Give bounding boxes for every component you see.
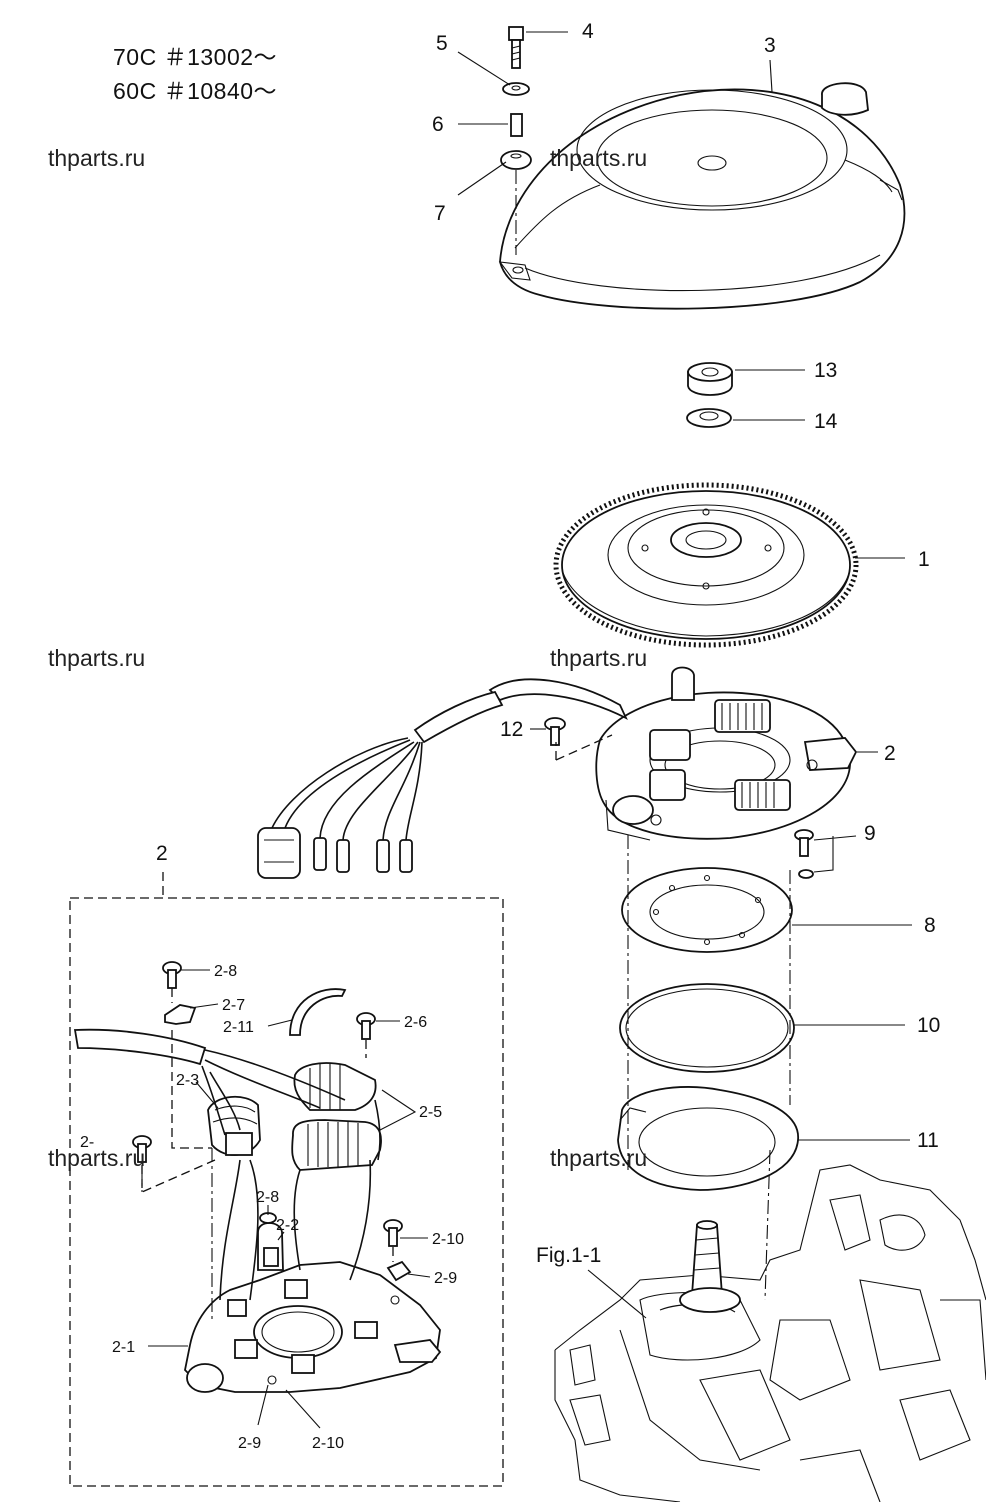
callout-7: 7 (434, 202, 446, 225)
crankcase-block (554, 1164, 986, 1502)
leader-lines (457, 31, 912, 1319)
detail-leader-lines (148, 969, 431, 1429)
flywheel-washer-14 (686, 408, 732, 428)
sub-callout-2-5: 2-5 (419, 1104, 442, 1121)
callout-12: 12 (500, 718, 523, 741)
callout-14: 14 (814, 410, 838, 433)
detail-band (289, 988, 347, 1036)
sub-callout-2-10b: 2-10 (312, 1435, 344, 1452)
sub-callout-2-side: 2- (80, 1134, 94, 1151)
callout-2: 2 (884, 742, 896, 765)
watermark: thparts.ru (550, 1145, 647, 1171)
sub-callout-2-8b: 2-8 (256, 1189, 279, 1206)
flywheel-nut-13 (687, 362, 733, 396)
stator-plate-8 (621, 867, 793, 953)
wire-harness (257, 678, 628, 879)
detail-base-plate (184, 1261, 442, 1393)
callout-11: 11 (917, 1129, 939, 1152)
sub-callout-2-1: 2-1 (112, 1339, 135, 1356)
flywheel-cover (498, 82, 906, 310)
detail-coils (207, 1062, 382, 1271)
stator-detail-box (69, 897, 504, 1487)
detail-wires (73, 1028, 381, 1301)
o-ring-10 (619, 983, 795, 1073)
model-note-70c: 70C ＃13002～ (113, 44, 278, 70)
sub-callout-2-9: 2-9 (434, 1270, 457, 1287)
model-note-60c: 60C ＃10840～ (113, 78, 278, 104)
base-ring-11 (617, 1086, 799, 1191)
detail-dashed-guides (141, 988, 394, 1262)
stator-assembly-2 (595, 666, 858, 841)
callout-13: 13 (814, 359, 837, 382)
cover-grommet-7 (500, 150, 532, 170)
sub-callout-2-11: 2-11 (223, 1019, 254, 1036)
cover-bolt-4 (508, 26, 524, 69)
watermark: thparts.ru (550, 145, 647, 171)
flywheel-1 (553, 482, 859, 648)
callout-5: 5 (436, 32, 448, 55)
sub-callout-2-9b: 2-9 (238, 1435, 261, 1452)
detail-clamp (164, 1004, 197, 1025)
callout-4: 4 (582, 20, 594, 43)
callout-1: 1 (918, 548, 930, 571)
callout-6: 6 (432, 113, 444, 136)
sub-callout-2-2: 2-2 (276, 1217, 299, 1234)
stator-bolt-9 (794, 829, 814, 879)
callout-3: 3 (764, 34, 776, 57)
sub-callout-2-3: 2-3 (176, 1072, 199, 1089)
sub-callout-2-8: 2-8 (214, 963, 237, 980)
callout-8: 8 (924, 914, 936, 937)
sub-callout-2-6: 2-6 (404, 1014, 427, 1031)
sub-callout-2-7: 2-7 (222, 997, 245, 1014)
group-label: 2 (156, 842, 168, 865)
figure-label: Fig.1-1 (536, 1244, 601, 1267)
cover-collar-6 (510, 113, 523, 137)
watermark: thparts.ru (550, 645, 647, 671)
detail-screws (132, 961, 412, 1282)
screw-12 (544, 717, 566, 746)
callout-10: 10 (917, 1014, 940, 1037)
watermark: thparts.ru (48, 1145, 145, 1171)
sub-callout-2-10: 2-10 (432, 1231, 464, 1248)
callout-9: 9 (864, 822, 876, 845)
watermark: thparts.ru (48, 145, 145, 171)
watermark: thparts.ru (48, 645, 145, 671)
cover-washer-5 (502, 82, 530, 96)
